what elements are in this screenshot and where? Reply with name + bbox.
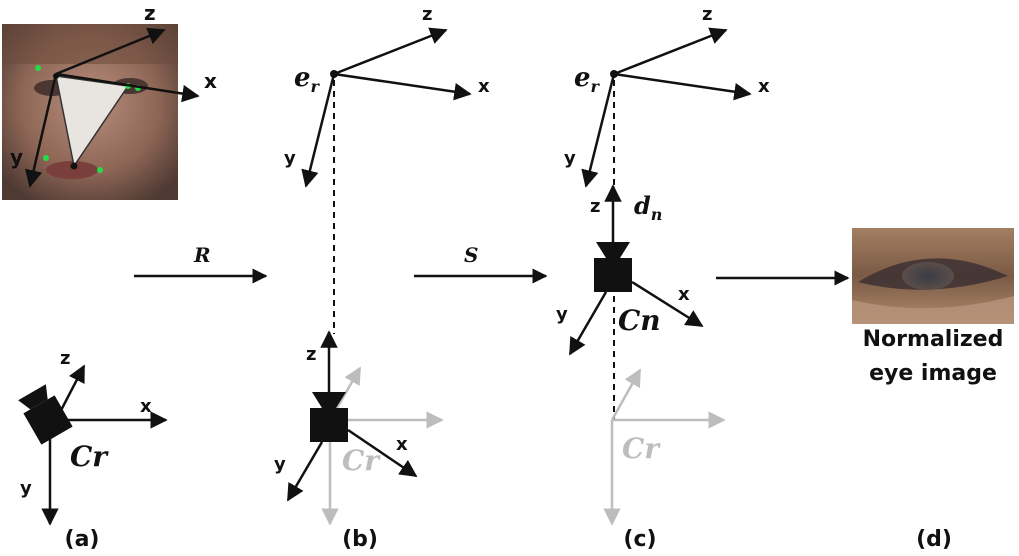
reference-camera-label: Cr <box>70 440 109 473</box>
axis-label-z: z <box>306 344 316 365</box>
camera-b: Cr z x y <box>274 330 444 526</box>
landmark-dot <box>70 162 78 170</box>
rotation-label: R <box>193 243 211 267</box>
axis-label-y: y <box>284 148 296 169</box>
axis-label-y: y <box>274 454 286 475</box>
axis-label-z: z <box>144 1 156 25</box>
face-photo <box>2 24 178 200</box>
normalized-eye-image <box>852 228 1014 324</box>
axis-label-x: x <box>140 396 152 417</box>
eye-point-label: er <box>294 63 321 96</box>
panel-label-a: (a) <box>65 527 100 552</box>
axis-label-x: x <box>758 76 770 97</box>
head-axes: z x y <box>10 1 217 188</box>
axis-label-x: x <box>204 69 217 93</box>
panel-label-d: (d) <box>916 527 952 552</box>
landmark-dot <box>43 155 49 161</box>
reference-camera-ghost-label: Cr <box>622 432 661 465</box>
axis-label-x: x <box>478 76 490 97</box>
eye-frame-b: z x y er <box>284 4 490 334</box>
axis-label-y: y <box>10 145 23 169</box>
axis-label-y: y <box>564 148 576 169</box>
reference-camera-a: z x y Cr <box>18 348 168 526</box>
axis-label-z: z <box>60 348 70 369</box>
axis-label-y: y <box>556 304 568 325</box>
eye-point-label: er <box>574 63 601 96</box>
landmark-dot <box>97 167 103 173</box>
camera-c: Cr z x y Cn dn <box>556 184 726 526</box>
normalized-camera-label: Cn <box>618 304 661 337</box>
scaling-arrow: S <box>414 243 548 284</box>
scaling-label: S <box>464 243 478 267</box>
axis-label-z: z <box>702 4 712 25</box>
axis-label-z: z <box>422 4 432 25</box>
axis-label-z: z <box>590 196 600 217</box>
output-caption-line1: Normalized <box>863 327 1004 352</box>
axis-label-x: x <box>396 434 408 455</box>
landmark-dot <box>35 65 41 71</box>
panel-label-c: (c) <box>623 527 656 552</box>
axis-label-y: y <box>20 478 32 499</box>
rotation-arrow: R <box>134 243 268 284</box>
gaze-direction-label: dn <box>634 191 662 224</box>
eye-frame-c: z x y er <box>564 4 770 420</box>
panel-label-b: (b) <box>342 527 378 552</box>
face-triangle <box>55 75 130 168</box>
output-caption-line2: eye image <box>869 361 997 386</box>
axis-label-x: x <box>678 284 690 305</box>
